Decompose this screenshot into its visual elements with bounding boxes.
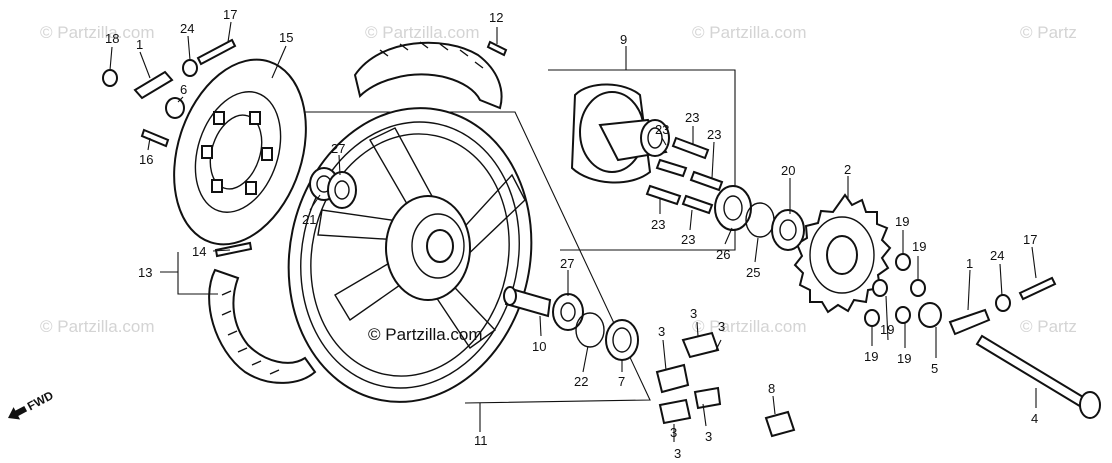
fwd-indicator: FWD (8, 388, 56, 420)
callout-19: 19 (895, 214, 909, 229)
callout-19: 19 (912, 239, 926, 254)
studs (645, 136, 724, 215)
nuts (864, 253, 926, 327)
callout-10: 10 (532, 339, 546, 354)
callout-26: 26 (716, 247, 730, 262)
callout-24: 24 (990, 248, 1004, 263)
callout-12: 12 (489, 10, 503, 25)
callout-1: 1 (136, 37, 143, 52)
fwd-label: FWD (25, 388, 56, 413)
callout-27: 27 (560, 256, 574, 271)
watermark: © Partz (1020, 317, 1077, 336)
callout-5: 5 (931, 361, 938, 376)
callout-13: 13 (138, 265, 152, 280)
callout-3: 3 (658, 324, 665, 339)
watermark: © Partzilla.com (40, 23, 155, 42)
callout-6: 6 (180, 82, 187, 97)
axle-sleeve (503, 286, 552, 318)
callouts: 18 1 24 17 15 6 16 27 21 14 13 12 9 23 2… (105, 7, 1038, 461)
callout-23: 23 (681, 232, 695, 247)
callout-19: 19 (897, 351, 911, 366)
callout-18: 18 (105, 31, 119, 46)
callout-3: 3 (705, 429, 712, 444)
callout-19: 19 (880, 322, 894, 337)
brake-disc (173, 58, 307, 246)
callout-3: 3 (690, 306, 697, 321)
callout-11: 11 (474, 433, 488, 448)
chain-adjusters (102, 38, 1057, 336)
hub-assembly-outline (548, 69, 736, 251)
callout-24: 24 (180, 21, 194, 36)
callout-23: 23 (651, 217, 665, 232)
watermark: © Partz (1020, 23, 1077, 42)
callout-23: 23 (655, 122, 669, 137)
callout-23: 23 (707, 127, 721, 142)
callout-1: 1 (966, 256, 973, 271)
callout-17: 17 (223, 7, 237, 22)
watermark: © Partzilla.com (40, 317, 155, 336)
callout-25: 25 (746, 265, 760, 280)
callout-17: 17 (1023, 232, 1037, 247)
callout-15: 15 (279, 30, 293, 45)
dampers (655, 331, 796, 438)
watermark: © Partzilla.com (692, 23, 807, 42)
callout-16: 16 (139, 152, 153, 167)
callout-20: 20 (781, 163, 795, 178)
callout-7: 7 (618, 374, 625, 389)
bearings (309, 167, 805, 361)
callout-14: 14 (192, 244, 206, 259)
watermarks: © Partzilla.com © Partzilla.com © Partzi… (40, 23, 1077, 336)
callout-19: 19 (864, 349, 878, 364)
callout-3: 3 (670, 425, 677, 440)
hub-flange (570, 83, 670, 184)
callout-9: 9 (620, 32, 627, 47)
axle (918, 302, 1101, 419)
fwd-arrow-icon (8, 405, 28, 420)
callout-23: 23 (685, 110, 699, 125)
tire (208, 41, 503, 384)
callout-3: 3 (718, 319, 725, 334)
center-watermark: © Partzilla.com (368, 325, 483, 344)
callout-21: 21 (302, 212, 316, 227)
callout-3: 3 (674, 446, 681, 461)
sprocket (793, 193, 892, 314)
callout-4: 4 (1031, 411, 1038, 426)
callout-2: 2 (844, 162, 851, 177)
leader-lines (109, 21, 1037, 442)
callout-27: 27 (331, 141, 345, 156)
callout-22: 22 (574, 374, 588, 389)
watermark: © Partzilla.com (365, 23, 480, 42)
callout-8: 8 (768, 381, 775, 396)
watermark: © Partzilla.com (692, 317, 807, 336)
